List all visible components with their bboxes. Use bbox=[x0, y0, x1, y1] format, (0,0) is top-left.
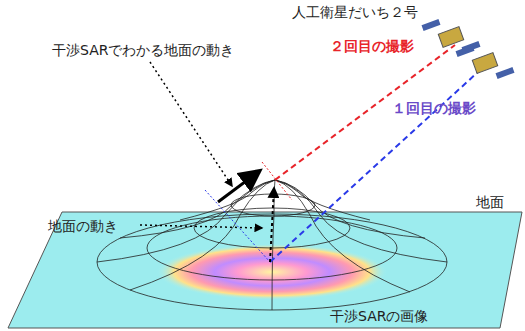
second-wavefront bbox=[262, 162, 292, 200]
pass-label: １回目の撮影 bbox=[392, 100, 476, 117]
ground-motion-arrow bbox=[270, 188, 274, 262]
image-label: 干渉SARの画像 bbox=[330, 308, 428, 325]
los-displacement-arrow bbox=[218, 172, 258, 202]
pass-label: ２回目の撮影 bbox=[330, 38, 414, 55]
callout-label: 地面の動き bbox=[48, 218, 118, 235]
leader-line bbox=[150, 62, 232, 186]
callout-label: 干渉SARでわかる地面の動き bbox=[52, 42, 234, 59]
ground-plane bbox=[8, 212, 522, 328]
first-pass-beam bbox=[270, 72, 478, 262]
leader-line bbox=[140, 225, 262, 228]
satellite bbox=[456, 45, 515, 79]
satellite-label: 人工衛星だいち２号 bbox=[292, 4, 418, 21]
ground-label: 地面 bbox=[476, 194, 504, 211]
uplift-mesh bbox=[97, 180, 447, 310]
first-wavefront bbox=[205, 190, 270, 262]
